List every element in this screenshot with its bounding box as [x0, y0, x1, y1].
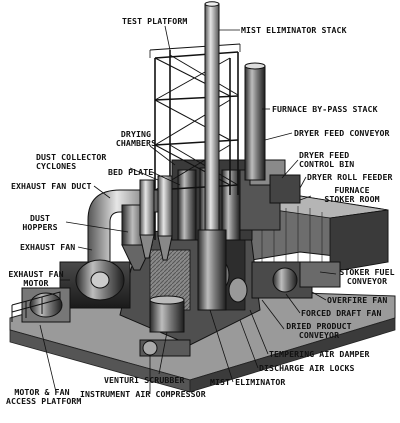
leader-forced-draft-fan	[285, 293, 301, 314]
label-exhaust-fan-motor: EXHAUST FAN MOTOR	[8, 269, 64, 288]
leader-cyclones	[129, 167, 159, 181]
leader-exhaust-fan-duct	[93, 185, 111, 199]
label-dryer-feed-control-bin: DRYER FEED CONTROL BIN	[299, 150, 355, 169]
label-motor-fan-access-platform: MOTOR & FAN ACCESS PLATFORM	[6, 387, 82, 406]
label-furnace-stoker-room: FURNACE STOKER ROOM	[324, 185, 380, 204]
leader-stoker-fuel-conveyor	[319, 271, 337, 275]
access-platform-railing	[11, 291, 61, 322]
venturi-scrubber	[139, 295, 191, 357]
label-stoker-fuel-conveyor: STOKER FUEL CONVEYOR	[339, 267, 395, 286]
label-furnace-bypass-stack: FURNACE BY-PASS STACK	[272, 104, 378, 114]
mist-eliminator-stack	[197, 1, 227, 311]
leader-overfire-fan	[311, 291, 327, 301]
leader-dried-product-conveyor	[261, 299, 285, 330]
leader-bed-plate	[151, 171, 181, 186]
label-mist-eliminator: MIST ELIMINATOR	[210, 377, 286, 387]
leader-control-bin	[281, 159, 299, 179]
label-forced-draft-fan: FORCED DRAFT FAN	[301, 308, 382, 318]
furnace-bypass-stack	[244, 62, 266, 181]
leader-exhaust-fan	[77, 246, 93, 251]
label-exhaust-fan-duct: EXHAUST FAN DUCT	[11, 181, 92, 191]
label-dried-product-conveyor: DRIED PRODUCT CONVEYOR	[286, 321, 352, 340]
exhaust-fan-assembly	[21, 259, 131, 323]
label-exhaust-fan: EXHAUST FAN	[20, 242, 76, 252]
tower-frame	[149, 43, 241, 240]
label-overfire-fan: OVERFIRE FAN	[327, 295, 388, 305]
leader-dryer-feed-conveyor	[264, 132, 293, 141]
leader-drying-chambers	[149, 145, 176, 166]
label-test-platform: TEST PLATFORM	[122, 16, 188, 26]
leader-dust-hoppers	[65, 221, 129, 233]
leader-test-platform	[164, 25, 171, 51]
right-machinery	[251, 261, 341, 299]
leader-mist-eliminator	[209, 309, 234, 383]
leader-discharge-air-locks	[239, 319, 259, 369]
leader-stoker-room	[299, 195, 312, 201]
label-dust-collector-cyclones: DUST COLLECTOR CYCLONES	[36, 152, 107, 171]
label-tempering-air-damper: TEMPERING AIR DAMPER	[269, 349, 370, 359]
leader-access-platform	[39, 324, 57, 393]
label-instrument-air-compressor: INSTRUMENT AIR COMPRESSOR	[80, 389, 206, 399]
label-discharge-air-locks: DISCHARGE AIR LOCKS	[259, 363, 355, 373]
label-drying-chambers: DRYING CHAMBERS	[115, 129, 157, 148]
label-mist-eliminator-stack: MIST ELIMINATOR STACK	[241, 25, 347, 35]
label-venturi-scrubber: VENTURI SCRUBBER	[104, 375, 185, 385]
leader-tempering-air-damper	[249, 309, 269, 355]
leader-roll-feeder	[299, 176, 307, 189]
leader-venturi-scrubber	[158, 331, 168, 375]
label-dryer-feed-conveyor: DRYER FEED CONVEYOR	[294, 128, 390, 138]
label-bed-plate: BED PLATE	[108, 167, 154, 177]
dust-collector-cyclones	[139, 175, 173, 261]
label-dryer-roll-feeder: DRYER ROLL FEEDER	[307, 172, 393, 182]
label-dust-hoppers: DUST HOPPERS	[22, 213, 58, 232]
